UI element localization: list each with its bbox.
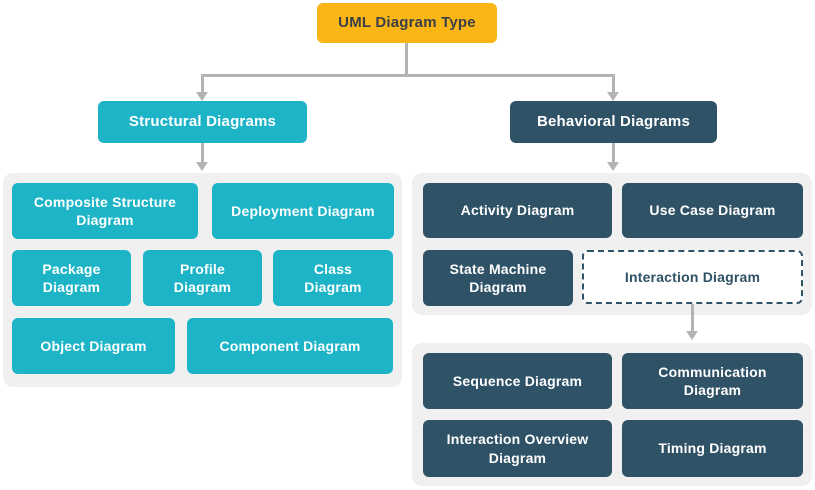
connector-line-structural-group [201, 143, 204, 163]
node-class-diagram: Class Diagram [273, 250, 393, 306]
node-uml-diagram-type: UML Diagram Type [317, 3, 497, 43]
connector-root-stub [405, 43, 408, 76]
node-sequence-diagram: Sequence Diagram [423, 353, 612, 409]
node-activity-diagram: Activity Diagram [423, 183, 612, 238]
node-use-case-diagram: Use Case Diagram [622, 183, 803, 238]
node-state-machine-diagram: State Machine Diagram [423, 250, 573, 306]
node-object-diagram: Object Diagram [12, 318, 175, 374]
node-component-diagram: Component Diagram [187, 318, 393, 374]
arrowhead-structural-group [196, 162, 208, 171]
arrowhead-interaction-group [686, 331, 698, 340]
node-behavioral-diagrams: Behavioral Diagrams [510, 101, 717, 143]
connector-line-interaction-group [691, 304, 694, 332]
arrowhead-to-behavioral [607, 92, 619, 101]
node-communication-diagram: Communication Diagram [622, 353, 803, 409]
node-timing-diagram: Timing Diagram [622, 420, 803, 477]
node-interaction-diagram: Interaction Diagram [582, 250, 803, 304]
node-package-diagram: Package Diagram [12, 250, 131, 306]
node-composite-structure-diagram: Composite Structure Diagram [12, 183, 198, 239]
arrowhead-behavioral-group [607, 162, 619, 171]
node-deployment-diagram: Deployment Diagram [212, 183, 394, 239]
connector-line-to-structural [201, 76, 204, 93]
connector-line-to-behavioral [612, 76, 615, 93]
node-structural-diagrams: Structural Diagrams [98, 101, 307, 143]
connector-line-behavioral-group [612, 143, 615, 163]
connector-branch-hline [201, 74, 615, 77]
node-profile-diagram: Profile Diagram [143, 250, 262, 306]
node-interaction-overview-diagram: Interaction Overview Diagram [423, 420, 612, 477]
arrowhead-to-structural [196, 92, 208, 101]
